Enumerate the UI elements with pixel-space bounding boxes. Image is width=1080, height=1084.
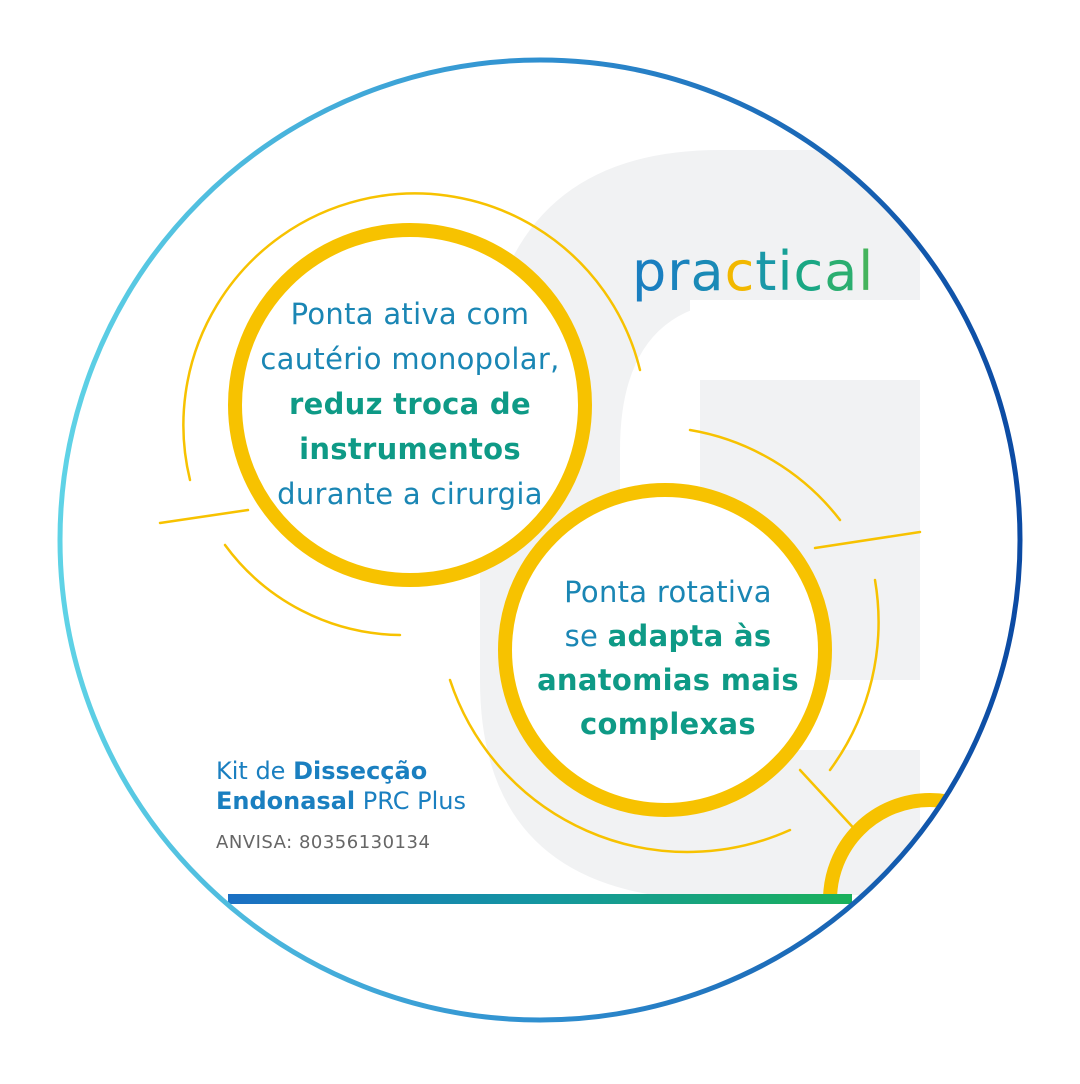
logo-letter: c: [724, 240, 756, 303]
decorative-arcs: [158, 192, 922, 854]
logo-letter: c: [793, 240, 825, 303]
feature-circle-2: [498, 483, 832, 817]
feature-2-line-2: se adapta às: [508, 614, 828, 658]
anvisa-registration: ANVISA: 80356130134: [216, 832, 431, 853]
feature-2-line-1: Ponta rotativa: [564, 575, 772, 609]
feature-2-bold-3: complexas: [580, 707, 756, 741]
feature-1-bold-1: reduz troca de: [289, 387, 531, 421]
product-name: Kit de Dissecção Endonasal PRC Plus: [216, 756, 536, 816]
product-suffix: PRC Plus: [355, 787, 466, 815]
product-bold-2: Endonasal: [216, 787, 356, 815]
product-bold-1: Dissecção: [293, 757, 428, 785]
logo-letter: a: [690, 240, 725, 303]
feature-2-line-2-bold: adapta às: [607, 619, 772, 653]
product-prefix: Kit de: [216, 757, 294, 785]
logo-letter: t: [755, 240, 778, 303]
logo-letter: r: [667, 240, 691, 303]
feature-1-bold-2: instrumentos: [299, 432, 521, 466]
logo-letter: p: [632, 240, 668, 303]
outer-ring: [57, 57, 1023, 1023]
feature-text-1: Ponta ativa com cautério monopolar, redu…: [220, 292, 600, 517]
logo-letter: i: [777, 240, 794, 303]
feature-circle-1: [228, 223, 592, 587]
feature-2-line-2-light: se: [564, 619, 608, 653]
feature-text-2: Ponta rotativa se adapta às anatomias ma…: [508, 570, 828, 746]
practical-logo: practical: [632, 240, 874, 303]
feature-2-bold-2: anatomias mais: [537, 663, 799, 697]
feature-1-line-2: cautério monopolar,: [260, 342, 560, 376]
logo-letter: a: [824, 240, 859, 303]
feature-1-line-1: Ponta ativa com: [290, 297, 530, 331]
bottom-gradient-bar: [228, 894, 852, 904]
logo-letter: l: [858, 240, 875, 303]
feature-1-line-3: durante a cirurgia: [277, 477, 543, 511]
